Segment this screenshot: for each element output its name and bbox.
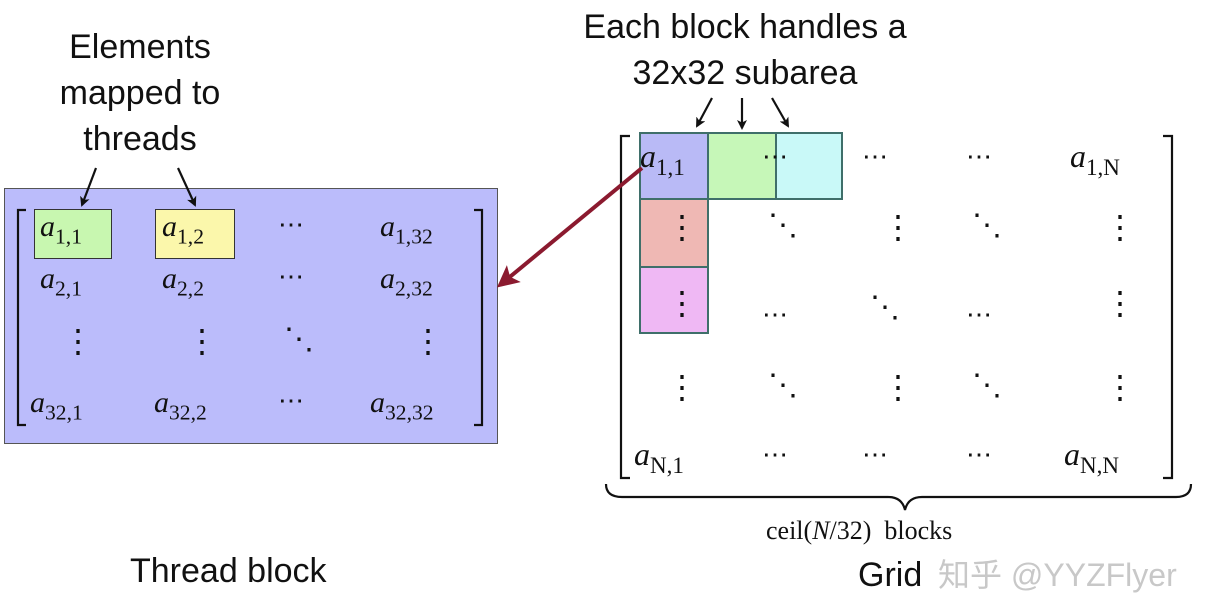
- thread-hdots-row2: ⋯: [278, 262, 304, 292]
- grid-vdots-r2-c6: ⋮: [1104, 208, 1136, 246]
- elem-base: a: [154, 386, 169, 419]
- grid-elem-aN1: aN,1: [634, 436, 684, 479]
- elem-sub: 1,32: [395, 224, 433, 249]
- block-to-thread-arrow: [496, 166, 644, 288]
- each-block-line-2: 32x32 subarea: [632, 54, 858, 92]
- grid-block-1-3: [775, 132, 843, 200]
- arrow-to-a11: [80, 167, 98, 207]
- elements-mapped-line-3: threads: [83, 120, 197, 158]
- grid-block-3-1: [639, 266, 709, 334]
- thread-hdots-row4: ⋯: [278, 386, 304, 416]
- thread-elem-a11: a1,1: [40, 210, 82, 250]
- thread-ddots: ⋱: [284, 322, 314, 357]
- elem-sub: 1,1: [55, 224, 82, 249]
- elem-base: a: [162, 210, 177, 243]
- grid-ddots-r4-c2: ⋱: [768, 368, 798, 403]
- thread-elem-a21: a2,1: [40, 262, 82, 302]
- elem-sub: 32,32: [385, 400, 434, 425]
- grid-elem-aNN: aN,N: [1064, 436, 1119, 479]
- grid-hdots-r1-c5: ⋯: [966, 142, 992, 172]
- arrow-to-block-1: [696, 97, 713, 128]
- thread-elem-a22: a2,2: [162, 262, 204, 302]
- brace-label-var: N: [812, 516, 830, 545]
- elem-sub: 2,2: [177, 276, 204, 301]
- thread-block-label: Thread block: [130, 552, 327, 590]
- grid-matrix-right-bracket: [1163, 134, 1174, 480]
- elem-base: a: [40, 262, 55, 295]
- arrow-to-a12: [177, 167, 197, 207]
- grid-vdots-r3-c6: ⋮: [1104, 284, 1136, 322]
- highlight-cell-a11: [34, 209, 112, 259]
- brace-label-suffix: /32) blocks: [829, 516, 953, 545]
- elem-sub: 1,N: [1086, 154, 1120, 181]
- elem-sub: 2,32: [395, 276, 433, 301]
- arrow-to-block-3: [771, 97, 789, 128]
- grid-vdots-r4-c4: ⋮: [882, 368, 914, 406]
- elem-base: a: [30, 386, 45, 419]
- grid-vdots-r4-c1: ⋮: [666, 368, 698, 406]
- thread-elem-a1-32: a1,32: [380, 210, 433, 250]
- brace-label-prefix: ceil(: [766, 516, 813, 545]
- elem-sub: N,N: [1080, 452, 1120, 479]
- elem-base: a: [1070, 138, 1086, 174]
- highlight-cell-a12: [155, 209, 235, 259]
- thread-vdots-col4: ⋮: [412, 322, 444, 360]
- elem-sub: 1,1: [656, 154, 685, 181]
- grid-hdots-r1-c2: ⋯: [762, 142, 788, 172]
- grid-brace: [604, 483, 1193, 511]
- elem-sub: 32,1: [45, 400, 83, 425]
- grid-vdots-r2-c1: ⋮: [666, 208, 698, 246]
- grid-elem-a11: a1,1: [640, 138, 685, 181]
- grid-block-1-2: [707, 132, 777, 200]
- elem-sub: 1,2: [177, 224, 204, 249]
- grid-hdots-r5-c4: ⋯: [862, 440, 888, 470]
- thread-elem-a2-32: a2,32: [380, 262, 433, 302]
- thread-hdots-row1: ⋯: [278, 210, 304, 240]
- thread-matrix-right-bracket: [474, 208, 484, 427]
- brace-label: ceil(N/32) blocks: [766, 516, 952, 546]
- elem-sub: 2,1: [55, 276, 82, 301]
- elem-base: a: [640, 138, 656, 174]
- elem-base: a: [162, 262, 177, 295]
- each-block-line-1: Each block handles a: [583, 8, 907, 46]
- elem-base: a: [40, 210, 55, 243]
- grid-hdots-r5-c2: ⋯: [762, 440, 788, 470]
- grid-hdots-r1-c4: ⋯: [862, 142, 888, 172]
- grid-elem-a1N: a1,N: [1070, 138, 1120, 181]
- elem-base: a: [634, 436, 650, 472]
- elem-base: a: [380, 210, 395, 243]
- thread-vdots-col2: ⋮: [186, 322, 218, 360]
- elem-base: a: [1064, 436, 1080, 472]
- elements-mapped-line-1: Elements: [69, 28, 211, 66]
- thread-elem-a32-1: a32,1: [30, 386, 83, 426]
- grid-vdots-r3-c1: ⋮: [666, 284, 698, 322]
- grid-ddots-r2-c2: ⋱: [768, 208, 798, 243]
- elem-base: a: [380, 262, 395, 295]
- elem-sub: 32,2: [169, 400, 207, 425]
- grid-ddots-r2-c5: ⋱: [972, 208, 1002, 243]
- elements-mapped-line-2: mapped to: [59, 74, 221, 112]
- elements-mapped-label: Elements mapped to threads: [40, 24, 240, 162]
- grid-ddots-r4-c5: ⋱: [972, 368, 1002, 403]
- grid-hdots-r5-c5: ⋯: [966, 440, 992, 470]
- each-block-label: Each block handles a 32x32 subarea: [540, 4, 950, 96]
- elem-base: a: [370, 386, 385, 419]
- grid-matrix-left-bracket: [619, 134, 630, 480]
- grid-ddots-r3-c4: ⋱: [870, 290, 900, 325]
- grid-hdots-r3-c2: ⋯: [762, 300, 788, 330]
- thread-matrix-left-bracket: [16, 208, 26, 427]
- thread-elem-a32-32: a32,32: [370, 386, 434, 426]
- grid-block-2-1: [639, 198, 709, 268]
- watermark: 知乎 @YYZFlyer: [938, 557, 1177, 593]
- grid-vdots-r4-c6: ⋮: [1104, 368, 1136, 406]
- grid-vdots-r2-c4: ⋮: [882, 208, 914, 246]
- thread-elem-a12: a1,2: [162, 210, 204, 250]
- grid-hdots-r3-c5: ⋯: [966, 300, 992, 330]
- grid-label: Grid: [858, 556, 923, 594]
- elem-sub: N,1: [650, 452, 684, 479]
- thread-elem-a32-2: a32,2: [154, 386, 207, 426]
- thread-vdots-col1: ⋮: [62, 322, 94, 360]
